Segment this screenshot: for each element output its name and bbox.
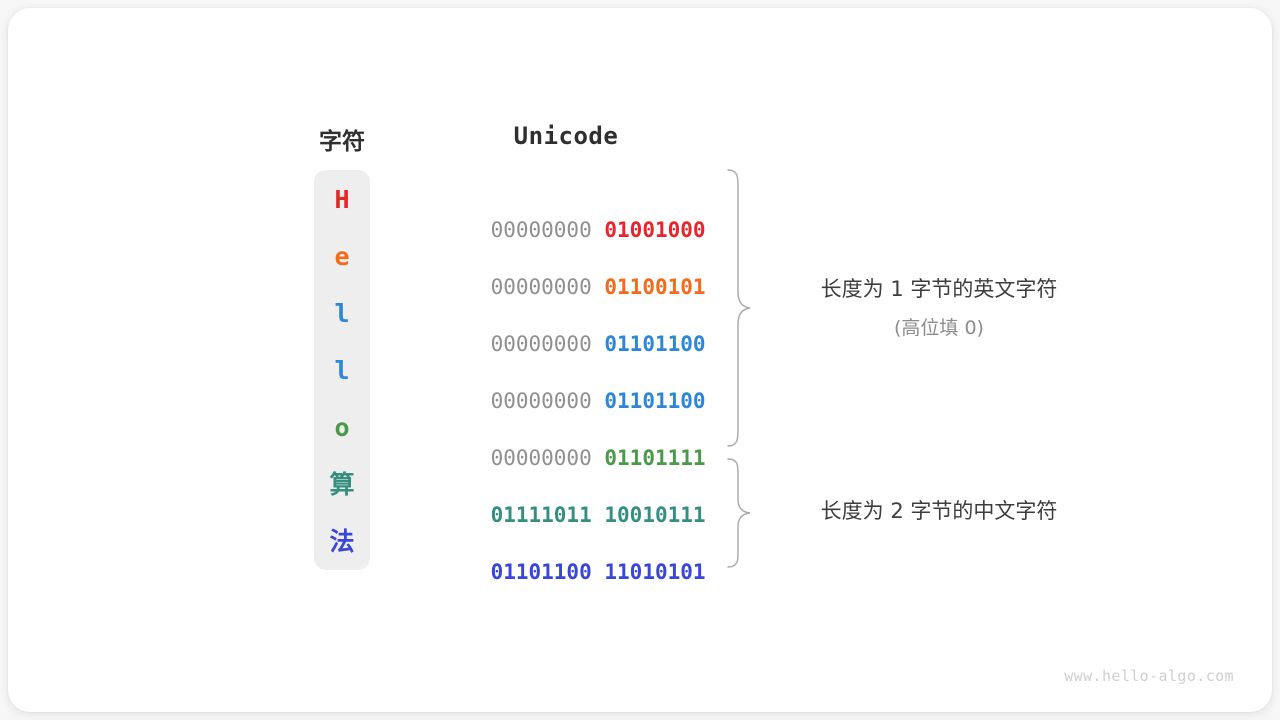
column-header-character: 字符 — [319, 129, 365, 155]
low-byte: 10010111 — [604, 503, 706, 527]
annotation-2-byte: 长度为 2 字节的中文字符 — [794, 495, 1084, 525]
byte-separator — [592, 503, 605, 527]
character-cell: l — [334, 299, 350, 328]
byte-separator — [592, 332, 605, 356]
low-byte: 01101100 — [604, 332, 706, 356]
character-cell: 法 — [329, 527, 355, 556]
low-byte: 01100101 — [604, 275, 706, 299]
group-brace-2-byte — [727, 458, 751, 568]
character-cell: H — [334, 185, 350, 214]
character-cell: o — [334, 413, 350, 442]
annotation-1-byte-label: 长度为 1 字节的英文字符 — [820, 277, 1058, 301]
high-byte: 00000000 — [490, 218, 592, 242]
watermark: www.hello-algo.com — [1064, 667, 1234, 685]
high-byte: 00000000 — [490, 332, 592, 356]
byte-separator — [592, 446, 605, 470]
unicode-row: 00000000 01101100 — [440, 356, 706, 413]
low-byte: 11010101 — [604, 560, 706, 584]
character-cell: 算 — [329, 470, 355, 499]
diagram-card: 字符 Unicode H e l l o 算 法 00000000 010010… — [8, 8, 1272, 712]
character-cell: l — [334, 356, 350, 385]
byte-separator — [592, 389, 605, 413]
byte-separator — [592, 275, 605, 299]
byte-separator — [592, 218, 605, 242]
unicode-row: 00000000 01101100 — [440, 299, 706, 356]
unicode-row: 00000000 01001000 — [440, 185, 706, 242]
unicode-row: 01101100 11010101 — [440, 527, 706, 584]
high-byte: 00000000 — [490, 389, 592, 413]
low-byte: 01101111 — [604, 446, 706, 470]
byte-separator — [592, 560, 605, 584]
group-brace-1-byte — [727, 169, 751, 447]
high-byte: 00000000 — [490, 446, 592, 470]
high-byte: 01101100 — [490, 560, 592, 584]
annotation-1-byte: 长度为 1 字节的英文字符 (高位填 0) — [794, 273, 1084, 340]
low-byte: 01101100 — [604, 389, 706, 413]
column-header-unicode: Unicode — [513, 122, 619, 150]
low-byte: 01001000 — [604, 218, 706, 242]
annotation-2-byte-label: 长度为 2 字节的中文字符 — [820, 499, 1058, 523]
high-byte: 00000000 — [490, 275, 592, 299]
character-column-background — [314, 170, 370, 570]
character-cell: e — [334, 242, 350, 271]
high-byte: 01111011 — [490, 503, 592, 527]
unicode-row: 00000000 01100101 — [440, 242, 706, 299]
unicode-row: 00000000 01101111 — [440, 413, 706, 470]
annotation-1-byte-sublabel: (高位填 0) — [894, 317, 984, 339]
unicode-row: 01111011 10010111 — [440, 470, 706, 527]
